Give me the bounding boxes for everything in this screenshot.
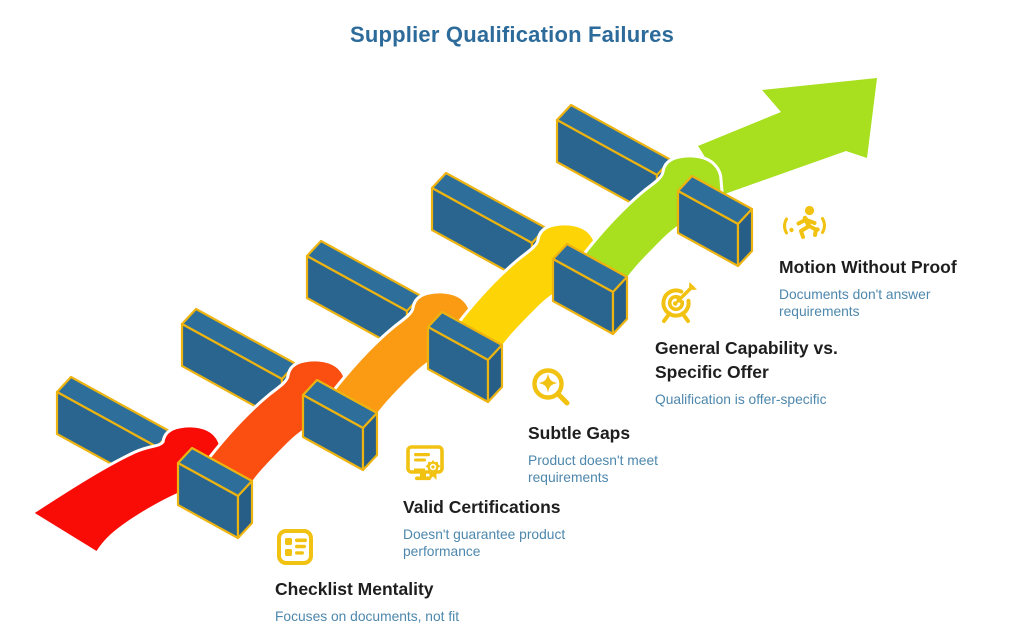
page-title: Supplier Qualification Failures — [349, 22, 675, 47]
checklist-icon — [277, 529, 313, 565]
step-subtle-gaps: Subtle Gaps Product doesn't meet require… — [528, 365, 706, 486]
step-heading: Subtle Gaps — [528, 423, 631, 443]
step-heading: Valid Certifications — [403, 497, 561, 517]
step-description: Product doesn't meet requirements — [528, 453, 658, 486]
runner-icon — [783, 205, 826, 239]
step-description: Focuses on documents, not fit — [275, 609, 460, 625]
magnifier-sparkle-icon — [532, 368, 570, 406]
target-dart-icon — [661, 282, 697, 323]
step-general-capability: General Capability vs. Specific Offer Qu… — [655, 280, 881, 408]
step-description: Documents don't answer requirements — [779, 287, 931, 320]
step-valid-certifications: Valid Certifications Doesn't guarantee p… — [403, 441, 613, 560]
step-heading: Checklist Mentality — [275, 579, 434, 599]
block-lower-5 — [676, 174, 754, 268]
step-description: Qualification is offer-specific — [655, 392, 827, 408]
certificate-icon — [406, 445, 444, 481]
step-motion-without-proof: Motion Without Proof Documents don't ans… — [779, 203, 1011, 320]
step-heading: Motion Without Proof — [779, 257, 957, 277]
step-heading: General Capability vs. Specific Offer — [655, 338, 838, 383]
ribbon-segment-1 — [30, 424, 225, 555]
arrow-head — [698, 78, 877, 196]
step-checklist-mentality: Checklist Mentality Focuses on documents… — [275, 527, 520, 625]
step-description: Doesn't guarantee product performance — [403, 527, 566, 560]
